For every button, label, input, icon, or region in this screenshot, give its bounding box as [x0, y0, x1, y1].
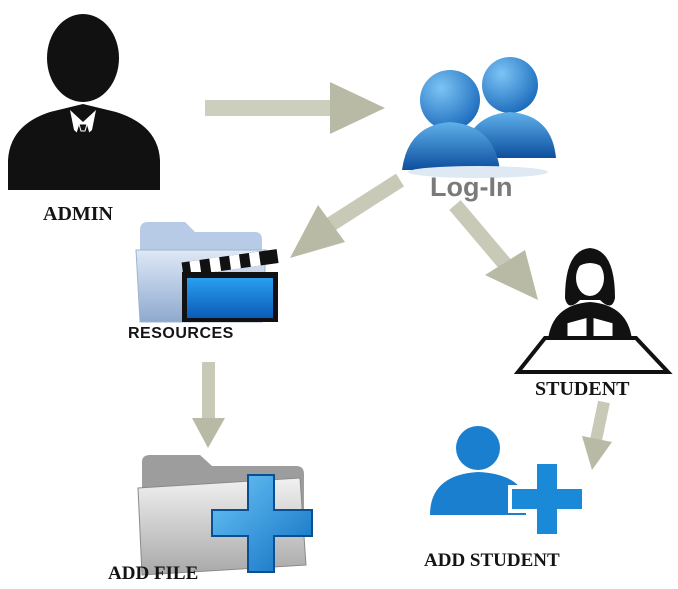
- resources-label: RESOURCES: [128, 325, 234, 342]
- arrow-login-to-resources: [290, 173, 405, 258]
- add-student-label: ADD STUDENT: [424, 550, 560, 571]
- arrow-admin-to-login: [205, 82, 385, 134]
- arrow-resources-to-addfile: [192, 362, 225, 448]
- admin-label: ADMIN: [43, 203, 113, 225]
- arrow-student-to-addstudent: [582, 400, 612, 470]
- add-file-label: ADD FILE: [108, 563, 199, 584]
- login-label: Log-In: [430, 172, 513, 202]
- student-label: STUDENT: [535, 378, 630, 400]
- arrow-login-to-student: [449, 200, 538, 300]
